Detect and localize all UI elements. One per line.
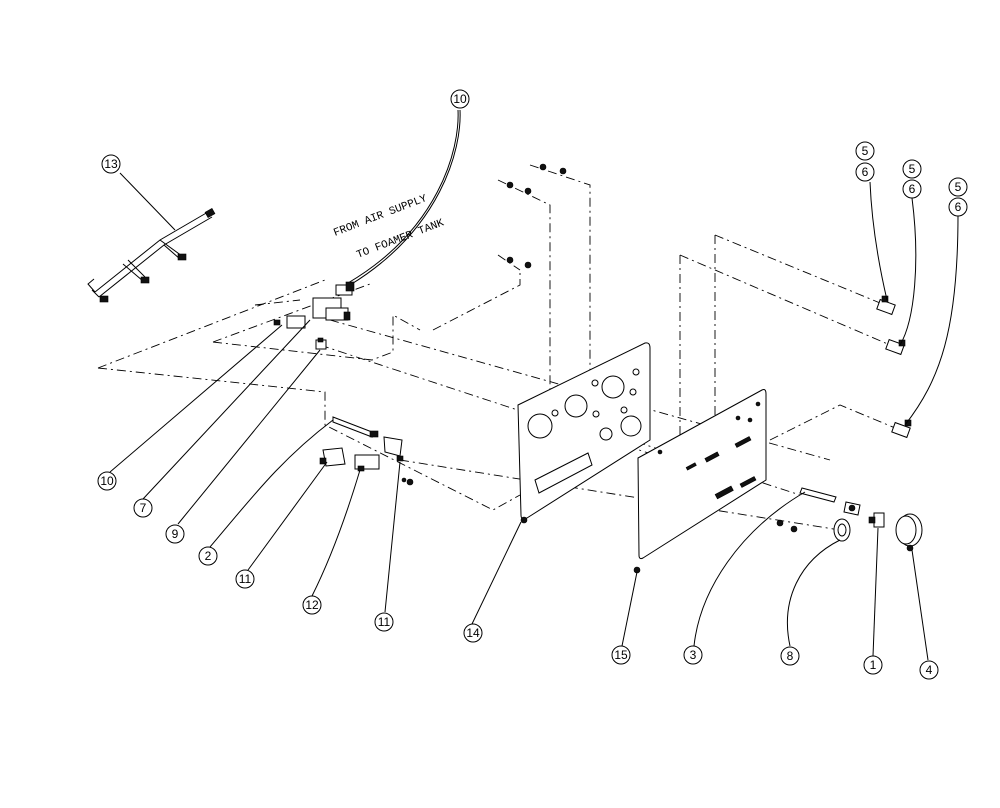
air-tube-10 [349,109,461,286]
svg-text:11: 11 [378,615,391,629]
callout-6-b: 6 [902,179,922,199]
svg-text:10: 10 [100,474,114,488]
svg-text:5: 5 [909,162,916,176]
callout-13: 13 [101,154,121,174]
callout-1: 1 [863,655,883,675]
callout-7: 7 [133,498,153,518]
o-rings [506,163,798,533]
gauge-assembly [799,487,923,552]
svg-text:1: 1 [870,658,877,672]
svg-text:13: 13 [104,157,118,171]
svg-text:8: 8 [787,649,794,663]
svg-text:4: 4 [926,663,933,677]
callout-8: 8 [780,646,800,666]
tube-manifold [87,207,216,303]
callout-12: 12 [302,595,322,615]
callout-9: 9 [165,524,185,544]
svg-text:10: 10 [453,92,467,106]
callout-10-upper: 10 [450,89,470,109]
callout-5-a: 5 [855,141,875,161]
bulkhead-fittings [876,295,912,439]
svg-text:2: 2 [205,549,212,563]
callout-11-right: 11 [374,612,394,632]
callout-10-lower: 10 [97,471,117,491]
callout-14: 14 [463,623,483,643]
svg-text:6: 6 [862,165,869,179]
svg-text:3: 3 [690,648,697,662]
svg-text:14: 14 [466,626,480,640]
callout-2: 2 [198,546,218,566]
svg-text:7: 7 [140,501,147,515]
callout-6-c: 6 [948,197,968,217]
svg-text:15: 15 [614,648,628,662]
rear-panel [633,389,767,574]
svg-text:5: 5 [955,180,962,194]
lower-fittings [319,416,414,486]
callout-5-b: 5 [902,159,922,179]
callout-15: 15 [611,645,631,665]
callout-6-a: 6 [855,162,875,182]
callout-11-left: 11 [235,569,255,589]
svg-text:6: 6 [955,200,962,214]
regulator-valve [273,281,355,350]
callout-balloons: 13 10 5 6 5 6 5 6 10 7 9 2 11 12 11 14 1… [97,89,968,680]
svg-text:11: 11 [239,572,252,586]
front-panel [517,342,651,524]
svg-text:6: 6 [909,182,916,196]
leader-lines [109,172,959,661]
callout-5-c: 5 [948,177,968,197]
callout-3: 3 [683,645,703,665]
callout-4: 4 [919,660,939,680]
svg-text:9: 9 [172,527,179,541]
svg-text:5: 5 [862,144,869,158]
svg-text:12: 12 [305,598,319,612]
